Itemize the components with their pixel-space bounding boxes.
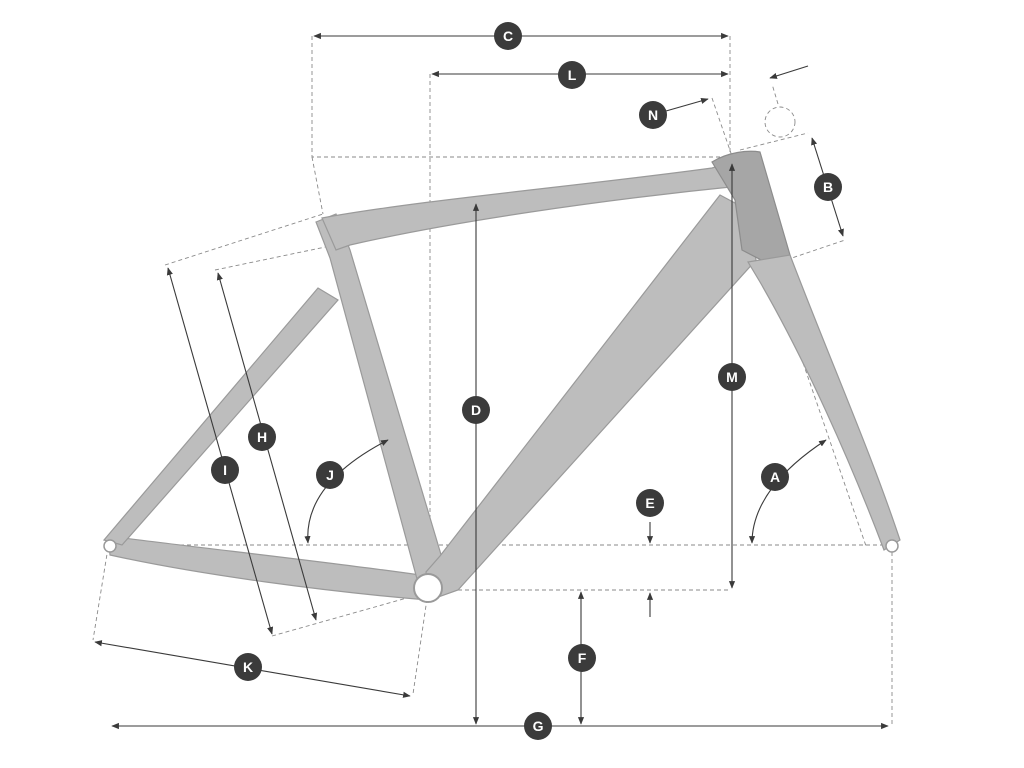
label-N: N [639,101,667,129]
label-B: B [814,173,842,201]
label-I: I [211,456,239,484]
bottom-bracket [413,573,443,603]
construction-lines [92,36,893,726]
chainstay [107,535,429,601]
svg-text:C: C [503,28,513,44]
top-tube [321,161,741,251]
svg-text:H: H [257,429,267,445]
svg-text:K: K [243,659,253,675]
label-D: D [462,396,490,424]
label-H: H [248,423,276,451]
svg-text:E: E [645,495,654,511]
label-L: L [558,61,586,89]
svg-text:I: I [223,462,227,478]
svg-text:N: N [648,107,658,123]
front-axle [885,539,899,553]
dimension-lines [94,32,889,730]
svg-text:J: J [326,467,334,483]
svg-text:G: G [533,718,544,734]
svg-text:D: D [471,402,481,418]
svg-text:F: F [578,650,587,666]
label-F: F [568,644,596,672]
rear-axle [103,539,117,553]
label-E: E [636,489,664,517]
label-M: M [718,363,746,391]
seat-tube [315,213,449,591]
label-J: J [316,461,344,489]
label-A: A [761,463,789,491]
svg-text:M: M [726,369,738,385]
svg-text:L: L [568,67,577,83]
bike-frame [102,150,901,603]
fork [747,254,901,551]
svg-text:B: B [823,179,833,195]
label-G: G [524,712,552,740]
svg-text:A: A [770,469,780,485]
label-C: C [494,22,522,50]
seatstay [102,287,339,546]
label-K: K [234,653,262,681]
